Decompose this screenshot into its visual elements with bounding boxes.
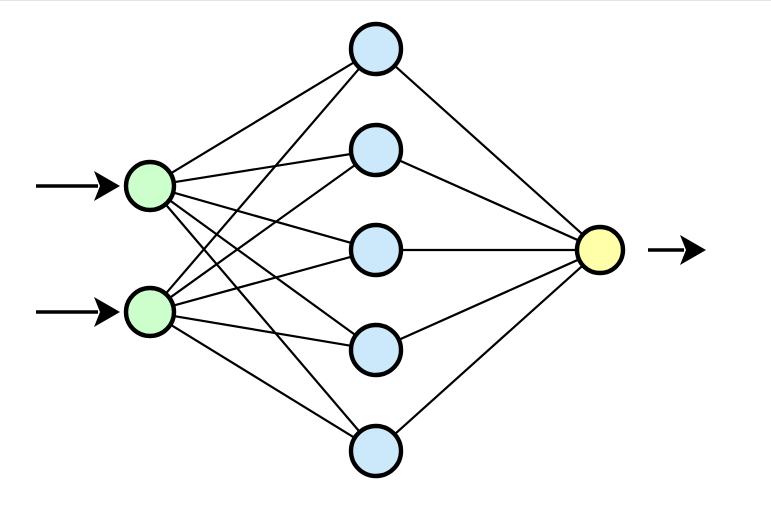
edge-h5-o1: [392, 263, 586, 437]
input-node-2[interactable]: [123, 285, 177, 339]
edge-i1-h2: [171, 152, 354, 184]
hidden-node-1[interactable]: [348, 21, 404, 77]
output-node-1[interactable]: [574, 224, 626, 276]
edge-i2-h2: [167, 162, 358, 301]
input-arrow-2-head: [94, 297, 120, 327]
edge-i2-h5: [168, 322, 357, 440]
edge-h1-o1: [392, 63, 586, 237]
nodes-group: [123, 21, 626, 479]
edge-i1-h4: [167, 198, 359, 338]
edge-i1-h1: [168, 59, 357, 176]
edge-i2-h4: [171, 314, 354, 348]
top-divider: [0, 0, 771, 1]
hidden-node-3[interactable]: [348, 222, 404, 278]
edge-h4-o1: [396, 257, 582, 342]
edge-i2-h1: [163, 65, 362, 297]
hidden-node-2[interactable]: [348, 122, 404, 178]
edge-i1-h5: [163, 202, 362, 435]
edge-i1-h3: [170, 190, 355, 245]
input-arrow-1-head: [94, 171, 120, 201]
edge-h2-o1: [396, 158, 582, 243]
hidden-node-4[interactable]: [348, 322, 404, 378]
edges-group: [163, 59, 586, 440]
io-arrows-group: [36, 171, 706, 327]
edge-i2-h3: [170, 255, 355, 308]
hidden-node-5[interactable]: [348, 423, 404, 479]
output-arrow-1-head: [680, 235, 706, 265]
input-node-1[interactable]: [123, 159, 177, 213]
